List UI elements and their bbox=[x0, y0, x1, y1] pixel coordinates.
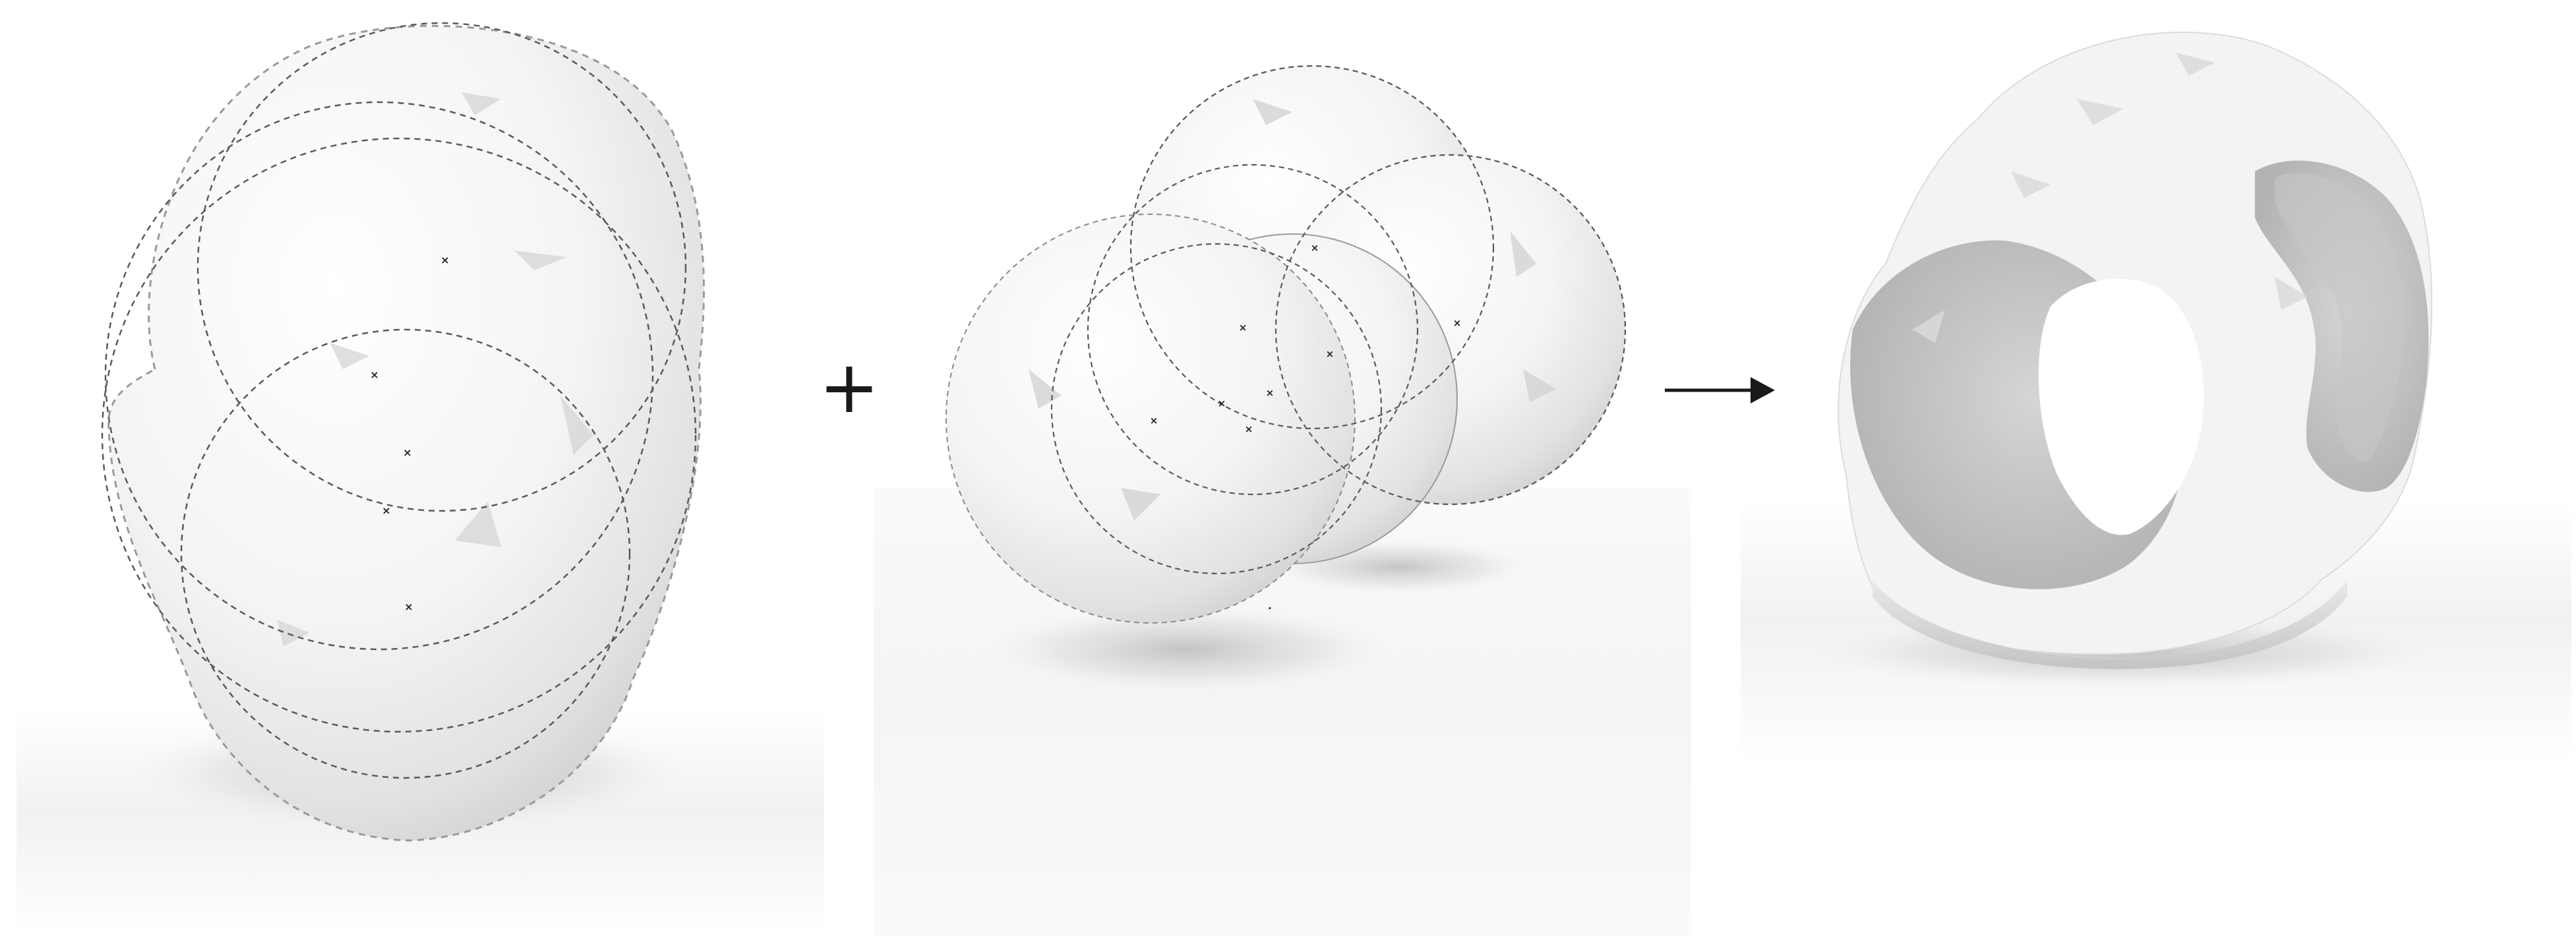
center-marker: × bbox=[1266, 387, 1274, 399]
center-marker: × bbox=[404, 601, 413, 613]
center-marker: × bbox=[382, 504, 390, 517]
center-marker: × bbox=[1453, 317, 1462, 329]
plus-operator: + bbox=[819, 345, 880, 429]
center-marker: × bbox=[1218, 397, 1226, 409]
panel-carved-result bbox=[1741, 32, 2571, 765]
panel-tall-form: × × × × × bbox=[16, 23, 824, 936]
center-marker: × bbox=[1311, 242, 1319, 254]
center-marker: × bbox=[1150, 415, 1158, 427]
center-marker: × bbox=[403, 446, 411, 459]
panel-cluster: × × × × × × × × · bbox=[874, 66, 1691, 936]
center-marker: × bbox=[370, 368, 378, 381]
center-marker: × bbox=[1245, 423, 1253, 435]
center-marker: × bbox=[440, 254, 449, 266]
center-marker: × bbox=[1239, 322, 1247, 334]
arrow-operator bbox=[1665, 377, 1775, 403]
center-marker: · bbox=[1268, 603, 1272, 614]
center-marker: × bbox=[1326, 348, 1334, 360]
